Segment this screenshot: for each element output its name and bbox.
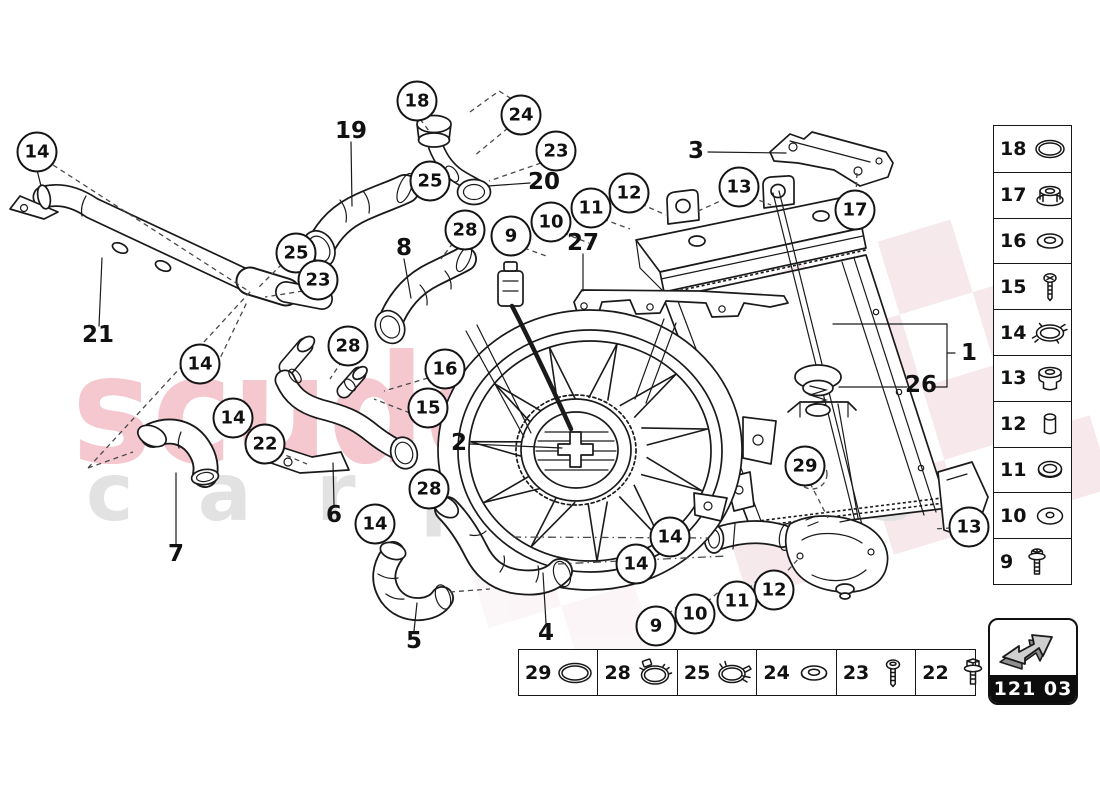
bottom-legend-item-22: 22 (915, 650, 994, 695)
hose-7 (136, 418, 220, 488)
bottom-legend: 29 28 25 24 23 22 (518, 649, 982, 696)
seal-ring-icon (551, 655, 597, 691)
bottom-legend-number: 24 (763, 661, 790, 684)
side-legend-number: 16 (1000, 229, 1027, 252)
side-legend-number: 11 (1000, 458, 1027, 481)
side-legend-item-14: 14 (994, 309, 1071, 355)
filler-pipe-18-20 (416, 114, 492, 206)
screw-icon (1026, 269, 1072, 305)
bottom-legend-item-25: 25 (676, 650, 756, 695)
side-legend-number: 17 (1000, 184, 1027, 207)
bottom-legend-number: 29 (525, 661, 552, 684)
hose-clamp-icon (631, 655, 677, 691)
washer-icon (1026, 223, 1072, 259)
bottom-legend-item-28: 28 (597, 650, 676, 695)
side-legend-item-15: 15 (994, 263, 1071, 309)
side-legend-item-12: 12 (994, 400, 1072, 447)
hose-clamp-spring-icon (710, 655, 756, 691)
washer-small-hole-icon (1026, 498, 1072, 534)
page-code-box: 121 03 (988, 618, 1078, 705)
bottom-legend-number: 22 (922, 661, 949, 684)
bottom-legend-number: 25 (683, 661, 711, 684)
page-code: 121 03 (990, 675, 1076, 703)
coolant-pipe-21 (9, 184, 333, 310)
bottom-legend-item-23: 23 (835, 650, 915, 695)
clamp-ring-icon (1026, 315, 1072, 351)
side-legend-item-16: 16 (994, 217, 1072, 264)
side-legend-number: 18 (1000, 137, 1027, 160)
direction-arrow-icon (990, 620, 1076, 675)
spacer-pin-icon (1026, 406, 1072, 442)
side-legend-number: 14 (1000, 321, 1027, 344)
pan-screw-icon (869, 655, 915, 691)
bracket-lower (573, 289, 789, 318)
side-legend-item-17: 17 (994, 171, 1072, 218)
side-legend-number: 15 (1000, 275, 1027, 298)
flange-bolt-icon (1013, 544, 1059, 580)
grommet-icon (1026, 452, 1072, 488)
hose-19 (302, 172, 420, 269)
leader-lines-solid (36, 141, 956, 632)
side-legend-number: 10 (1000, 504, 1027, 527)
side-legend-item-9: 9 (994, 538, 1071, 584)
side-legend-item-11: 11 (994, 446, 1072, 493)
bracket-top (769, 131, 894, 187)
coolant-manifold-6 (270, 335, 419, 474)
side-legend-item-10: 10 (994, 492, 1071, 538)
side-legend-number: 12 (1000, 413, 1027, 436)
bushing-icon (1026, 360, 1072, 396)
side-legend-number: 13 (1000, 367, 1027, 390)
bottom-legend-number: 23 (842, 661, 870, 684)
bottom-legend-item-29: 29 (519, 650, 597, 695)
flange-nut-icon (1026, 177, 1072, 213)
bottom-legend-number: 28 (604, 661, 631, 684)
side-legend-number: 9 (1000, 550, 1014, 573)
bottom-legend-item-24: 24 (756, 650, 835, 695)
hex-bolt-icon (949, 655, 995, 691)
hose-8 (374, 245, 477, 345)
radiator-cap (794, 364, 842, 490)
hose-4 (432, 495, 573, 596)
side-legend: 18 17 16 15 14 13 12 11 10 9 (993, 125, 1072, 585)
washer-icon (790, 655, 836, 691)
side-legend-item-18: 18 (994, 126, 1071, 172)
side-legend-item-13: 13 (994, 354, 1072, 401)
o-ring-icon (1026, 131, 1072, 167)
hose-5 (372, 541, 454, 622)
